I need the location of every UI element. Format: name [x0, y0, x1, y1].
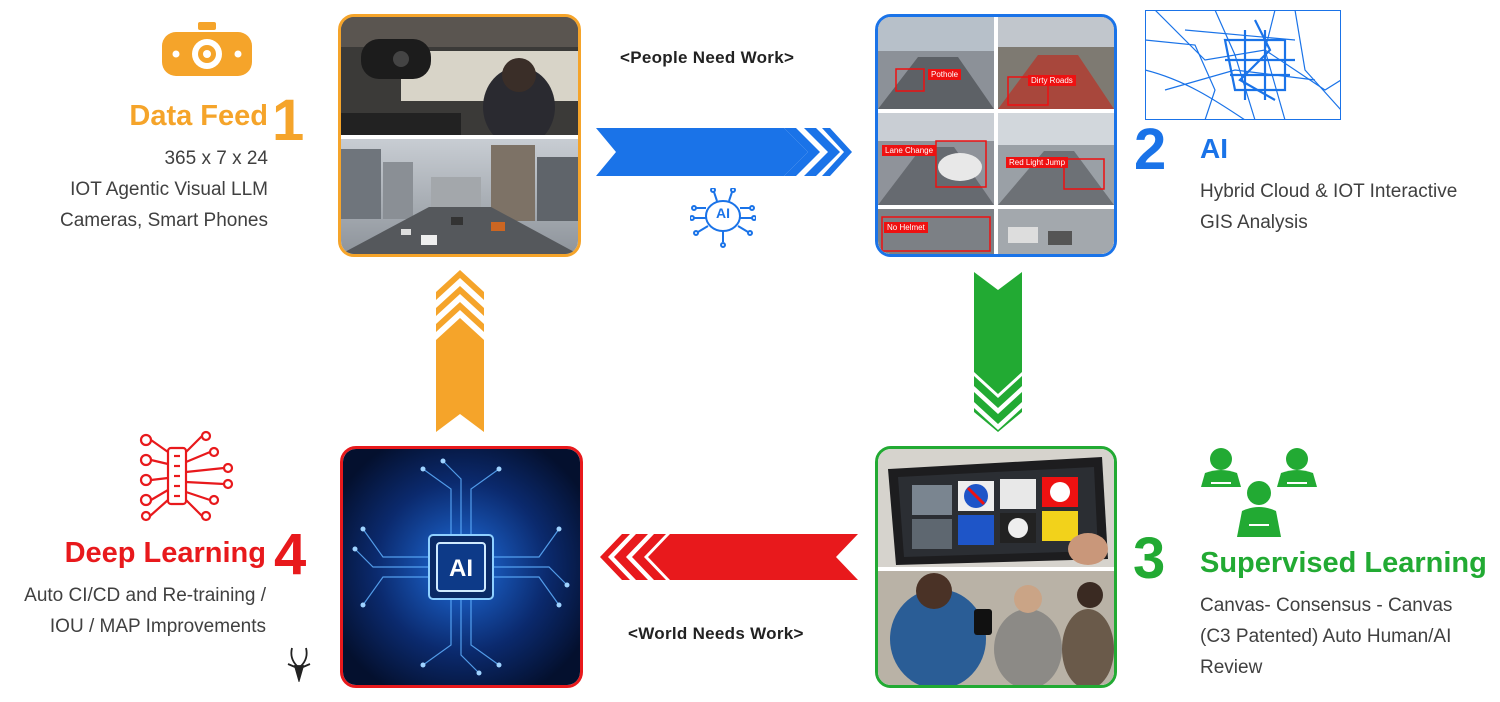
detection-tag: Red Light Jump: [1006, 157, 1069, 168]
data-feed-line: IOT Agentic Visual LLM: [70, 179, 268, 200]
gis-map-image: [1145, 10, 1341, 120]
supervised-image-frame: [875, 446, 1117, 688]
dashcam-photo: [341, 17, 578, 254]
arrow-right-blue: [596, 128, 852, 176]
tablet-review-photo: [878, 449, 1114, 685]
antelope-logo: [287, 647, 311, 682]
ai-number: 2: [1134, 117, 1167, 182]
deep-learning-title: Deep Learning: [64, 537, 266, 569]
data-feed-title: Data Feed: [129, 100, 268, 132]
arrow-left-red: [600, 534, 858, 580]
supervised-title: Supervised Learning: [1200, 547, 1487, 579]
detection-tag: Dirty Roads: [1028, 75, 1076, 86]
world-needs-work-caption: <World Needs Work>: [628, 624, 804, 643]
detection-tag: No Helmet: [884, 222, 928, 233]
people-need-work-caption: <People Need Work>: [620, 48, 795, 67]
data-feed-line: Cameras, Smart Phones: [59, 210, 268, 231]
supervised-line: Canvas- Consensus - Canvas: [1200, 595, 1453, 616]
arrow-down-green: [974, 272, 1022, 432]
data-feed-line: 365 x 7 x 24: [164, 148, 268, 169]
deep-learning-number: 4: [274, 522, 307, 587]
ai-detection-image-frame: Pothole Dirty Roads Lane Change Red Ligh…: [875, 14, 1117, 257]
deep-learning-line: Auto CI/CD and Re-training /: [24, 585, 266, 606]
detection-grid-photo: [878, 17, 1114, 254]
arrow-up-orange: [436, 270, 484, 432]
ai-chip-image: [343, 449, 580, 685]
supervised-number: 3: [1133, 526, 1166, 591]
neural-circuit-icon: [139, 430, 234, 522]
team-people-icon: [1201, 448, 1317, 537]
camera-icon: [162, 22, 252, 76]
data-feed-description: 365 x 7 x 24 IOT Agentic Visual LLM Came…: [60, 143, 268, 236]
ai-line: GIS Analysis: [1200, 212, 1308, 233]
deep-learning-description: Auto CI/CD and Re-training / IOU / MAP I…: [24, 580, 266, 642]
ai-brain-icon: AI: [689, 187, 757, 248]
ai-title: AI: [1200, 133, 1228, 164]
supervised-line: Review: [1200, 657, 1263, 678]
ai-line: Hybrid Cloud & IOT Interactive: [1200, 181, 1458, 202]
data-feed-image-frame: [338, 14, 581, 257]
supervised-description: Canvas- Consensus - Canvas (C3 Patented)…: [1200, 590, 1452, 683]
data-feed-number: 1: [272, 88, 305, 153]
supervised-line: (C3 Patented) Auto Human/AI: [1200, 626, 1452, 647]
ai-chip-label: AI: [449, 555, 473, 582]
detection-tag: Pothole: [928, 69, 962, 80]
deep-learning-image-frame: AI: [340, 446, 583, 688]
ai-brain-label: AI: [716, 205, 730, 221]
ai-description: Hybrid Cloud & IOT Interactive GIS Analy…: [1200, 176, 1457, 238]
detection-tag: Lane Change: [882, 145, 937, 156]
deep-learning-line: IOU / MAP Improvements: [49, 616, 266, 637]
